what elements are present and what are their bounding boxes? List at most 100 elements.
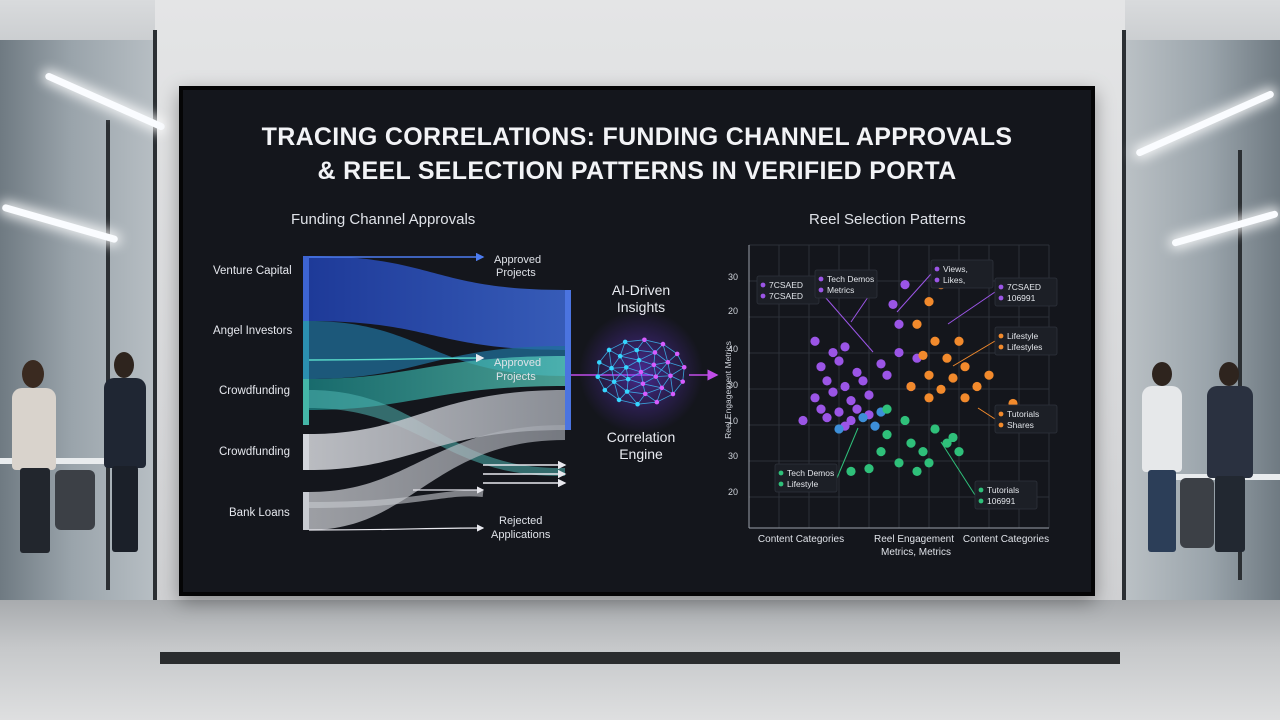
network-node	[660, 341, 666, 347]
network-node	[680, 379, 686, 384]
flow-arrow	[308, 524, 485, 532]
callout-marker	[978, 487, 984, 493]
scatter-point	[822, 413, 832, 423]
network-edge	[627, 371, 642, 380]
network-node	[653, 374, 659, 379]
network-edge	[628, 378, 644, 385]
callout-text: 106991	[1007, 293, 1036, 303]
sankey-source-label: Crowdfunding	[219, 385, 290, 397]
callout-text: Shares	[1007, 420, 1034, 430]
network-edge	[640, 371, 656, 378]
scatter-point	[924, 458, 934, 468]
ai-correlation-engine: AI-Driven Insights Correlation Engine	[579, 282, 719, 462]
network-edge	[611, 367, 629, 380]
network-edge	[644, 339, 664, 345]
network-edge	[662, 343, 678, 355]
network-edge	[656, 387, 663, 403]
network-edge	[654, 352, 669, 363]
network-edge	[662, 343, 669, 363]
scatter-point	[954, 336, 964, 346]
callout-marker	[778, 481, 784, 487]
callout-leader	[818, 289, 874, 353]
sankey-heading: Funding Channel Approvals	[291, 211, 476, 228]
glass-frame	[106, 120, 110, 590]
glass-frame	[1238, 150, 1242, 580]
callout-text: 106991	[987, 496, 1016, 506]
network-edge	[604, 389, 620, 401]
callout-marker	[760, 293, 766, 299]
sankey-flow	[308, 490, 484, 508]
callout-text: 7CSAED	[769, 280, 803, 290]
glass-frame	[153, 30, 157, 630]
network-edge	[640, 364, 655, 373]
scatter-point	[828, 387, 838, 397]
flow-arrow	[308, 353, 485, 363]
network-node	[651, 362, 657, 368]
scatter-point	[960, 362, 970, 372]
network-edge	[619, 341, 626, 357]
sankey-diagram: Venture Capital Angel Investors Crowdfun…	[213, 252, 653, 541]
scatter-point	[822, 376, 832, 386]
network-node	[611, 379, 617, 385]
network-edge	[597, 376, 615, 383]
network-node	[617, 353, 623, 359]
callout-marker	[998, 344, 1004, 350]
sankey-source-label: Angel Investors	[213, 325, 293, 337]
network-node	[634, 347, 640, 353]
callout-leader	[940, 441, 976, 496]
callout-leader	[947, 291, 996, 325]
network-edge	[638, 359, 654, 366]
scatter-point	[912, 466, 922, 476]
x-axis-label: Reel Engagement	[874, 534, 954, 545]
network-node	[623, 365, 629, 370]
callout-marker	[998, 295, 1004, 301]
network-edge	[597, 362, 600, 377]
sankey-target-label: Approved	[494, 357, 541, 369]
network-edge	[653, 361, 668, 366]
sankey-node	[303, 256, 309, 321]
network-edge	[620, 349, 637, 357]
network-edge	[626, 383, 644, 392]
scatter-point	[846, 466, 856, 476]
scatter-point	[972, 381, 982, 392]
network-edge	[661, 375, 671, 389]
scatter-point	[834, 407, 844, 417]
callout-text: Views,	[943, 264, 968, 274]
sankey-target-label: Rejected	[499, 515, 542, 527]
sankey-flow	[309, 390, 565, 470]
network-edge	[670, 366, 685, 377]
sankey-node	[303, 492, 309, 530]
network-node	[616, 397, 622, 403]
title-line: TRACING CORRELATIONS: FUNDING CHANNEL AP…	[261, 123, 1013, 151]
callout-marker	[818, 276, 824, 282]
network-edge	[636, 349, 656, 353]
callout-text: 7CSAED	[769, 291, 803, 301]
callout-leader	[977, 407, 996, 420]
sankey-flow	[309, 256, 565, 350]
scatter-point	[984, 370, 994, 380]
scatter-point	[954, 446, 964, 457]
network-edge	[667, 361, 685, 368]
engine-label: Insights	[617, 299, 665, 315]
scatter-point	[840, 381, 850, 392]
scatter-point	[936, 384, 946, 394]
wall-display: TRACING CORRELATIONS: FUNDING CHANNEL AP…	[179, 86, 1095, 596]
scatter-point	[864, 463, 874, 474]
scatter-point	[942, 353, 952, 363]
network-edge	[656, 393, 674, 403]
y-axis-label: Reel Engagement Metrics	[723, 341, 733, 439]
network-edge	[653, 364, 671, 377]
network-node	[670, 391, 676, 397]
callout-text: Lifestyle	[787, 479, 818, 489]
callout-box	[814, 269, 878, 299]
network-edge	[625, 359, 640, 368]
scatter-point	[924, 370, 934, 380]
callout-box	[994, 326, 1058, 356]
scatter-point	[918, 446, 928, 457]
network-edge	[644, 339, 656, 353]
network-edge	[608, 341, 626, 351]
scatter-point	[858, 376, 868, 386]
scatter-heading: Reel Selection Patterns	[809, 211, 966, 228]
glass-frame	[1122, 30, 1126, 630]
network-edge	[626, 366, 642, 373]
